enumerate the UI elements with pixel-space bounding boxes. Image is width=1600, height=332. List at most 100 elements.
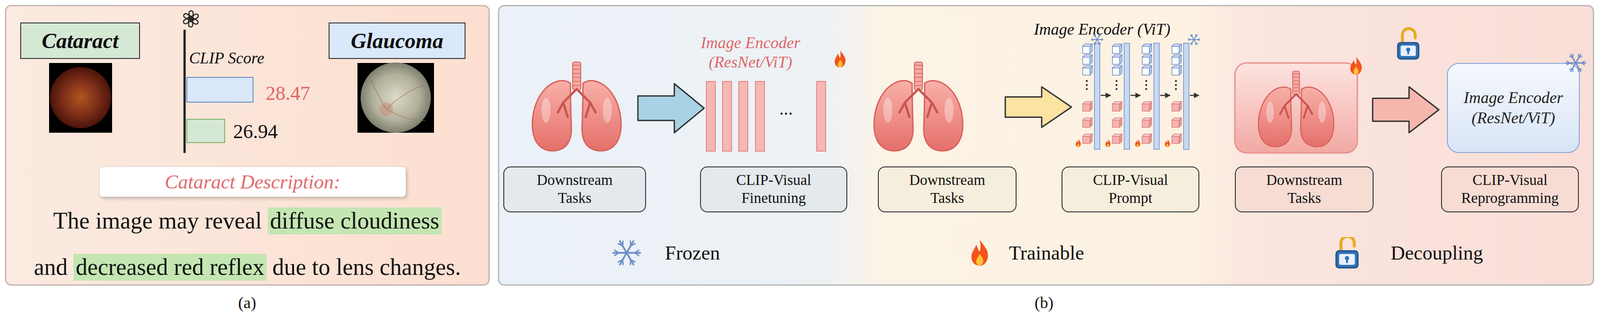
cube-top [1112, 117, 1122, 121]
cube-front [1142, 57, 1150, 65]
task-box: Downstream Tasks [1234, 166, 1374, 213]
trachea-ring [573, 72, 581, 74]
description-text: and [33, 253, 68, 282]
encoder-layer [755, 81, 765, 152]
block-arrow [1005, 86, 1072, 128]
fire-icon [971, 239, 989, 266]
cube-front [1082, 136, 1090, 144]
cube-top [1171, 117, 1182, 121]
flow-arrow [1189, 94, 1199, 97]
trachea-ring [914, 76, 923, 78]
trachea-ring [573, 64, 581, 66]
trachea-ring [914, 81, 923, 82]
fire-outer [971, 239, 989, 266]
snowflake-branch [1188, 38, 1191, 40]
cube-front [1082, 57, 1090, 65]
snowflake-arm [1094, 39, 1098, 45]
flow-arrow [1130, 94, 1141, 97]
open-lock-icon [1397, 28, 1420, 60]
legend-item: Frozen [610, 237, 720, 269]
encoder-layer [816, 81, 826, 152]
cube-side [1179, 117, 1182, 128]
cube-top [1082, 44, 1093, 47]
snowflake-branch [1578, 56, 1582, 58]
trachea-ring [573, 76, 581, 78]
cube-front [1082, 46, 1090, 54]
snowflake-branch [1581, 61, 1585, 64]
score-value: 28.47 [265, 81, 311, 106]
cube-front [1171, 136, 1180, 144]
task-box: Downstream Tasks [877, 166, 1017, 213]
transformer-block [1153, 43, 1160, 150]
snowflake-branch [1188, 39, 1191, 41]
lock-keyhole [1346, 258, 1348, 263]
cube-top [1112, 134, 1122, 137]
cube-side [1179, 54, 1182, 65]
lung-highlight [1266, 101, 1275, 123]
fire-outer [1164, 139, 1170, 148]
cube-side [1089, 44, 1093, 54]
cube-top [1142, 134, 1152, 137]
cube-side [1149, 65, 1152, 76]
cube-front [1171, 67, 1180, 76]
lung-lobe [532, 80, 572, 151]
transformer-block [1124, 43, 1130, 150]
fire-outer [834, 50, 846, 68]
trachea-ring [573, 68, 581, 70]
cube-front [1112, 67, 1120, 76]
cube-front [1112, 57, 1120, 65]
cube-front [1142, 120, 1150, 128]
snowflake-arm [1193, 34, 1198, 40]
snowflake-arm [1570, 54, 1576, 64]
score-value: 26.94 [233, 120, 278, 145]
flow-arrow [1160, 94, 1171, 97]
logo-petal [188, 18, 193, 28]
highlight-phrase: diffuse cloudiness [267, 207, 442, 235]
snowflake-branch [1195, 35, 1198, 37]
score-axis [183, 29, 186, 154]
cube-side [1089, 117, 1093, 128]
encoder-layer [738, 81, 748, 152]
node-text: Glaucoma [350, 28, 443, 54]
reprogramming-art [1234, 28, 1586, 154]
snowflake-branch [1569, 56, 1573, 58]
fire-icon [1075, 139, 1081, 148]
cube-side [1149, 101, 1152, 112]
cube-side [1089, 134, 1093, 144]
snowflake-branch [1581, 63, 1585, 65]
bronchi [557, 89, 596, 118]
cube-top [1112, 101, 1122, 104]
lung-lobe [1258, 86, 1292, 147]
cube-side [1149, 54, 1152, 65]
trachea-ring [914, 85, 923, 86]
cube-side [1179, 65, 1182, 76]
lungs-illustration [532, 62, 622, 151]
cube-front [1142, 67, 1150, 76]
score-bar [186, 77, 254, 103]
snowflake-arm [619, 253, 627, 265]
ellipsis-dot [1145, 88, 1148, 91]
snowflake-arm [1191, 39, 1195, 45]
block-arrow [1372, 86, 1439, 133]
logo-petal [182, 16, 193, 25]
node-text: decreased red reflex [75, 253, 265, 281]
node-text: Cataract Description: [164, 170, 341, 194]
lock-face [1338, 253, 1355, 265]
lock-keyhole [1407, 50, 1410, 55]
lock-shackle [1402, 28, 1416, 44]
cube-side [1149, 117, 1152, 128]
snowflake-branch [1578, 67, 1582, 70]
snowflake-branch [1098, 42, 1101, 44]
ellipsis-dot [1175, 88, 1177, 91]
cube-front [1171, 46, 1180, 54]
cube-top [1142, 44, 1152, 47]
snowflake-branch [1195, 42, 1197, 46]
fundus-frame [49, 63, 113, 133]
snowflake-branch [1100, 38, 1103, 40]
cube-side [1179, 101, 1182, 112]
legend-icon [963, 237, 996, 269]
cube-top [1142, 101, 1152, 104]
trachea-ring [573, 81, 581, 82]
ellipsis-dot [1085, 88, 1088, 91]
fire-outer [1075, 139, 1081, 148]
